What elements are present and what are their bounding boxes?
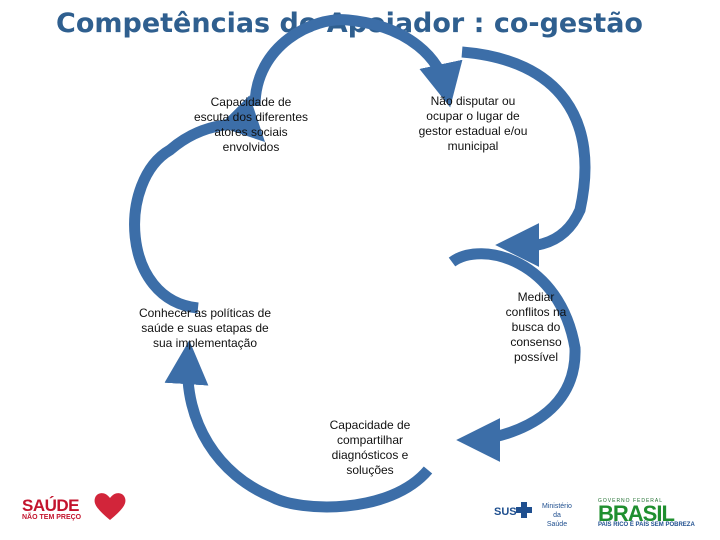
node-escuta: Capacidade de escuta dos diferentes ator… [193, 95, 309, 154]
node-mediar: Mediar conflitos na busca do consenso po… [505, 290, 567, 364]
ministry-line-2: Saúde [546, 521, 568, 528]
saude-logo-text: SAÚDE [22, 496, 80, 515]
brasil-text: BRASIL [598, 501, 675, 526]
brasil-logo: GOVERNO FEDERAL BRASIL PAÍS RICO É PAÍS … [598, 498, 716, 528]
heart-icon [94, 493, 126, 520]
cycle-arrow-bottom-right [448, 248, 581, 462]
cycle-arrow-bottom-left [164, 340, 433, 513]
cycle-arrow-right [461, 46, 591, 268]
ministry-label: Ministério da Saúde [542, 502, 572, 529]
brasil-tagline: PAÍS RICO É PAÍS SEM POBREZA [598, 522, 695, 528]
node-compartilhar: Capacidade de compartilhar diagnósticos … [329, 418, 411, 477]
cross-icon [516, 502, 532, 518]
cycle-arrow-left [129, 95, 266, 314]
cycle-arrow-top [249, 14, 463, 108]
gov-label: GOVERNO FEDERAL [598, 498, 664, 504]
sus-logo-text: SUS [494, 506, 517, 518]
ministry-line-1: Ministério da [542, 503, 572, 519]
node-conhecer: Conhecer as políticas de saúde e suas et… [138, 306, 272, 350]
node-nao-disputar: Não disputar ou ocupar o lugar de gestor… [418, 94, 528, 153]
saude-logo-tagline: NÃO TEM PREÇO [22, 514, 82, 521]
